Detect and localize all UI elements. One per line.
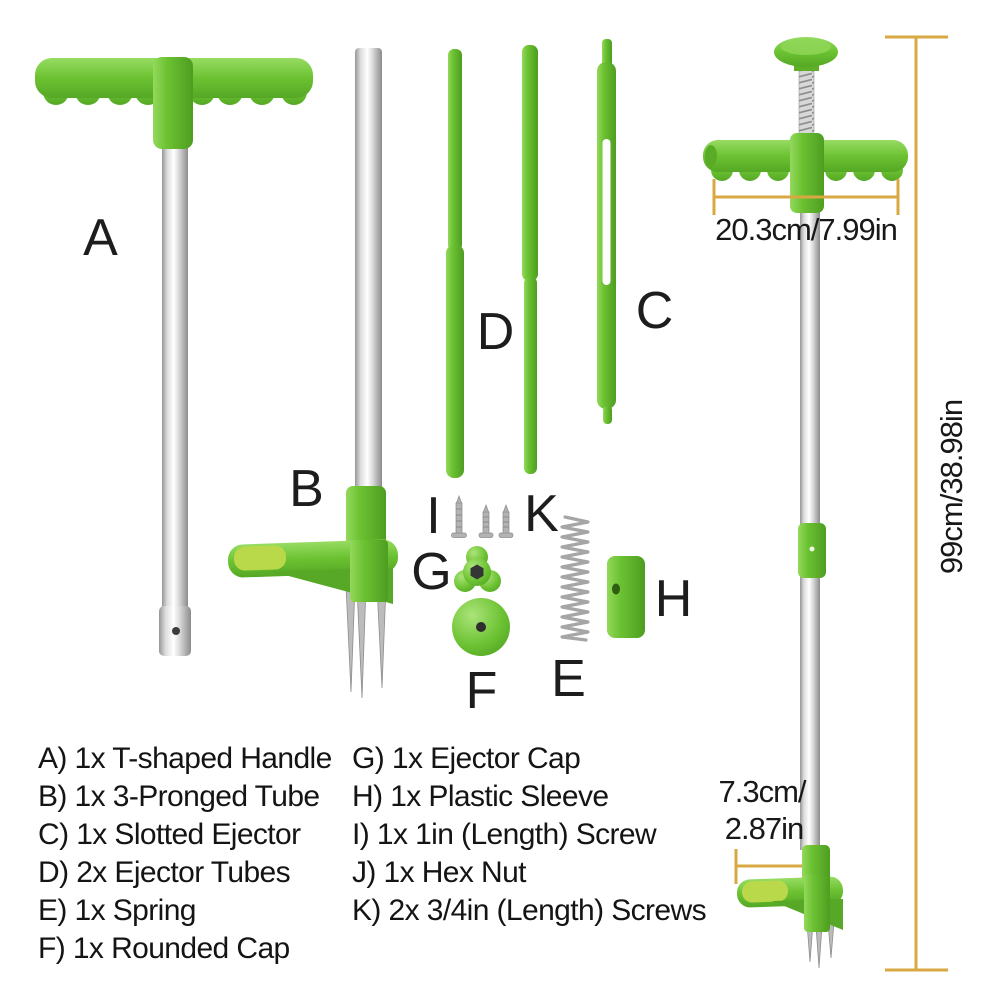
part-b-pronged-tube <box>228 48 399 699</box>
spring <box>560 515 590 642</box>
part-label-e: E <box>551 650 586 708</box>
assembled-tool <box>703 37 908 969</box>
parts-list-item: G) 1x Ejector Cap <box>352 742 581 775</box>
parts-list-column-2: G) 1x Ejector Cap H) 1x Plastic Sleeve I… <box>352 740 707 930</box>
parts-list-item: C) 1x Slotted Ejector <box>38 818 301 851</box>
part-b-prongs <box>345 585 387 699</box>
parts-list-item: B) 1x 3-Pronged Tube <box>38 780 320 813</box>
part-label-a: A <box>83 209 118 267</box>
screw-3-4in-1 <box>478 504 494 538</box>
rounded-cap <box>452 598 510 656</box>
slotted-ejector <box>597 39 616 424</box>
part-label-c: C <box>635 282 674 340</box>
parts-list-item: I) 1x 1in (Length) Screw <box>352 818 657 851</box>
dimension-base-width-line2: 2.87in <box>724 811 804 846</box>
dimension-handle-width: 20.3cm/7.99in <box>715 212 898 247</box>
part-a-t-handle <box>35 57 313 656</box>
plastic-sleeve <box>607 556 645 638</box>
parts-list-item: E) 1x Spring <box>38 894 196 927</box>
part-label-i: I <box>426 487 440 545</box>
parts-list-item: J) 1x Hex Nut <box>352 856 527 889</box>
ejector-tube-1 <box>446 49 464 478</box>
part-label-h: H <box>654 570 693 628</box>
parts-list-item: K) 2x 3/4in (Length) Screws <box>352 894 707 927</box>
screw-1in <box>451 495 467 538</box>
parts-list-item: D) 2x Ejector Tubes <box>38 856 291 889</box>
parts-list-item: H) 1x Plastic Sleeve <box>352 780 609 813</box>
part-label-b: B <box>289 460 324 518</box>
screw-3-4in-2 <box>498 504 514 538</box>
parts-list-item: F) 1x Rounded Cap <box>38 932 290 965</box>
part-label-d: D <box>476 303 515 361</box>
dimension-lines <box>712 35 948 972</box>
parts-list-item: A) 1x T-shaped Handle <box>38 742 332 775</box>
ejector-tube-2 <box>522 45 538 474</box>
part-label-k: K <box>524 485 559 543</box>
part-label-g: G <box>411 543 451 601</box>
parts-list-column-1: A) 1x T-shaped Handle B) 1x 3-Pronged Tu… <box>38 740 332 968</box>
part-label-f: F <box>465 662 498 720</box>
ejector-cap <box>454 546 501 592</box>
dimension-overall-length: 99cm/38.98in <box>934 399 969 575</box>
dimension-base-width-line1: 7.3cm/ <box>718 774 806 809</box>
